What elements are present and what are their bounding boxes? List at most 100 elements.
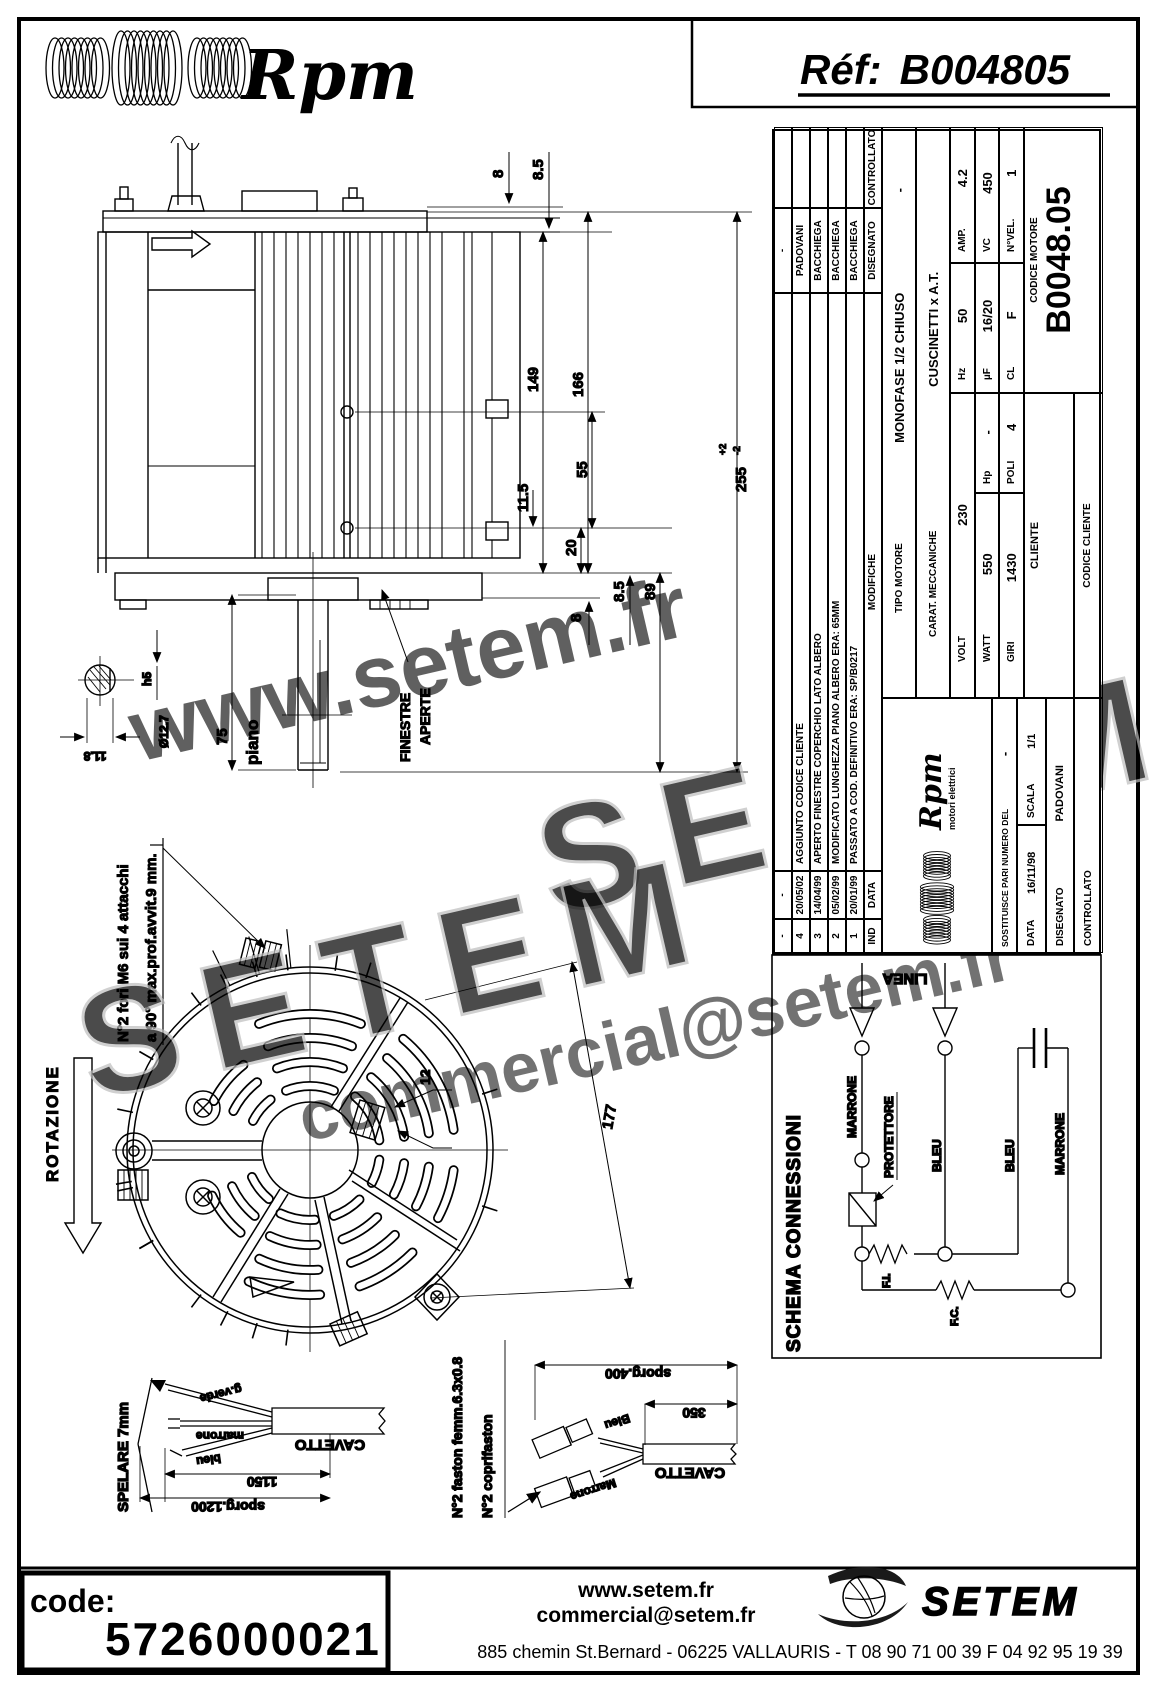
front-view-annotations: ROTAZIONE N°2 fori M6 sui 4 attacchi a 9… [43,838,635,1299]
faston-detail: N°2 faston femm.6.3x0.8 N°2 coprifaston … [448,1340,739,1519]
footer-address: 885 chemin St.Bernard - 06225 VALLAURIS … [477,1642,1122,1662]
cooling-fins [261,232,431,558]
rev-header-ctrl: CONTROLLATO [864,127,882,208]
uf-value: 16/20 [979,299,995,333]
hatching [87,665,112,693]
cliente-cell: CLIENTE [1024,393,1074,698]
rev-row0-ctrl [774,127,792,208]
h5-label: h5 [140,672,154,686]
rev-row0-desc [774,293,792,871]
cell-amp: AMP. 4.2 [950,127,975,263]
poli-label: POLI [1006,460,1017,484]
screw-boss-upper [185,1090,221,1126]
schema-protettore: PROTETTORE [882,1096,896,1178]
ref-box [690,17,1140,109]
schema-connessioni: SCHEMA CONNESSIONI LINEA [771,954,1102,1359]
nvel-value: 1 [1004,169,1019,177]
poli-value: 4 [1004,423,1019,431]
terminal-block [117,1169,149,1201]
data-label: DATA [1026,919,1037,946]
ref-title: Réf:B004805 [798,46,1110,97]
cl-value: F [1004,311,1019,320]
dim-85-bot: 8.5 [611,581,628,602]
schema-fi: F.I. [881,1273,893,1288]
rev-row1-name: PADOVANI [792,208,810,293]
titleblock-rpm-text: Rpm [914,752,949,830]
front-view [112,929,508,1352]
sostituisce-label: SOSTITUISCE PARI NUMERO DEL [999,808,1010,947]
finestre-label-2: APERTE [417,688,433,745]
amp-label: AMP. [957,228,968,252]
faston-note-1: N°2 faston femm.6.3x0.8 [449,1357,465,1518]
cable-detail: SPELARE 7mm CAVETTO g.verde marrone bleu… [114,1377,386,1516]
note-fori-line1: N°2 fori M6 sui 4 attacchi [115,864,132,1042]
dim-350: 350 [682,1405,706,1421]
uf-label: µF [981,368,993,380]
cliente-label: CLIENTE [1029,521,1041,570]
setem-logo: SETEM [818,1566,1077,1628]
rev-row4-date: 20/01/99 [846,871,864,919]
rev-header-date: DATA [864,871,882,919]
rpm-coils-icon [45,30,253,106]
vc-label: VC [981,238,993,252]
rev-row3-desc: MODIFICATO LUNGHEZZA PIANO ALBERO ERA: 6… [828,293,846,871]
schema-title: SCHEMA CONNESSIONI [784,1114,805,1352]
side-view-dimensions: 8 8.5 149 166 255 +2 -2 55 11.5 20 8 8.5… [214,152,752,774]
dim-166: 166 [570,372,587,397]
cell-cl: CL F [999,263,1024,393]
rev-row3-name: BACCHIEGA [828,208,846,293]
piano-label: piano [243,720,262,765]
side-view [97,135,560,788]
rev-row0-ind: - [774,919,792,953]
sostituisce-row: SOSTITUISCE PARI NUMERO DEL - [992,698,1017,953]
dim-55: 55 [574,461,591,478]
rev-row0-date: - [774,871,792,919]
code-box [19,1570,391,1673]
cell-vc: VC 450 [975,127,999,263]
title-block: - - - 4 20/05/02 AGGIUNTO CODICE CLIENTE… [772,127,1103,955]
cl-label: CL [1006,366,1017,380]
dim-255-tol-plus: +2 [718,443,729,455]
code-value: 5726000021 [105,1613,381,1665]
rev-row1-ind: 4 [792,919,810,953]
tipo-motore-label: TIPO MOTORE [893,543,905,613]
cell-hp: Hp - [975,393,999,493]
cell-watt: WATT 550 [975,493,999,698]
codice-cliente-cell: CODICE CLIENTE [1074,393,1103,698]
direction-arrow-icon [151,229,212,259]
watt-label: WATT [981,634,993,662]
rotazione-label: ROTAZIONE [43,1065,62,1182]
nvel-label: N°VEL. [1006,218,1017,252]
controllato-label: CONTROLLATO [1083,870,1094,946]
dim-85-top: 8.5 [530,159,547,180]
fan-slots [115,929,498,1346]
rotation-arrow-icon [63,1057,103,1255]
codice-cliente-label: CODICE CLIENTE [1082,503,1093,588]
schema-marrone-left: MARRONE [845,1076,859,1138]
amp-value: 4.2 [955,169,970,188]
rev-row2-name: BACCHIEGA [810,208,828,293]
controllato-row: CONTROLLATO [1074,698,1103,953]
dim-89: 89 [642,583,659,600]
hz-label: Hz [957,367,968,380]
shaft-dia-label: Ø12.7 [157,715,171,748]
faston-blue [531,1418,594,1460]
scala-row: SCALA 1/1 [1017,698,1046,825]
wire-brown-label: marrone [196,1429,244,1443]
tipo-motore-dash: - [891,188,907,193]
hp-label: Hp [981,470,993,484]
footer: code: 5726000021 www.setem.fr commercial… [30,1566,1123,1665]
rev-row4-desc: PASSATO A COD. DEFINITIVO ERA: SP/B0217 [846,293,864,871]
rev-row1-date: 20/05/02 [792,871,810,919]
watermark-setem-left: SETEM [61,822,729,1131]
disegnato-label: DISEGNATO [1054,887,1066,946]
watt-value: 550 [979,553,995,576]
rev-row3-date: 05/02/99 [828,871,846,919]
codice-motore-label: CODICE MOTORE [1029,217,1040,303]
giri-value: 1430 [1004,553,1019,583]
dim-177: 177 [599,1103,620,1131]
carat-row: CARAT. MECCANICHE CUSCINETTI x A.T. [916,127,950,698]
cell-volt: VOLT 230 [950,393,975,698]
rpm-logo: Rpm [45,30,418,116]
